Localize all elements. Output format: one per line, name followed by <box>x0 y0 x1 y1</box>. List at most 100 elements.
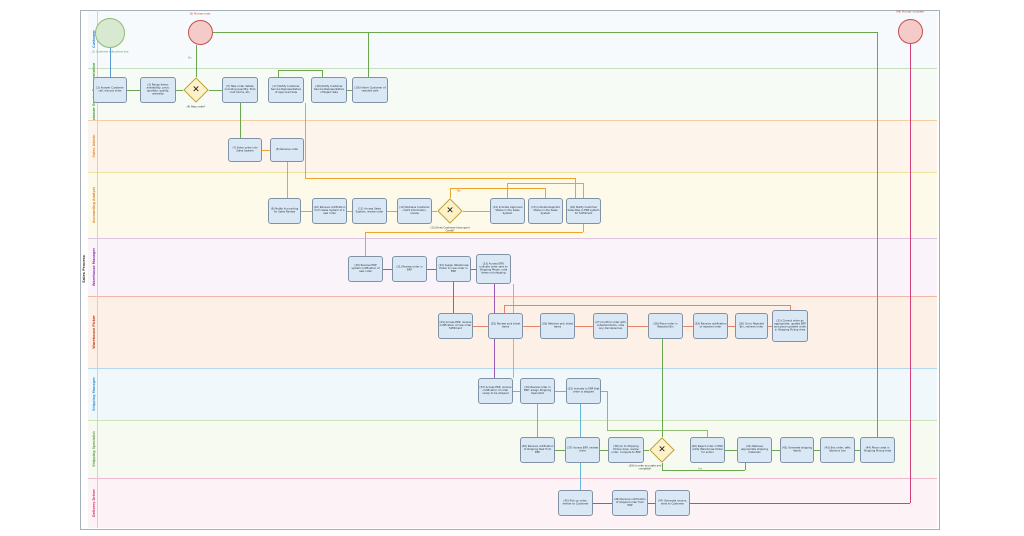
task-label: (25) Review pick ticket items <box>490 322 521 329</box>
flow-26-to-27 <box>575 325 593 327</box>
task-8[interactable]: (8) Receive order <box>270 138 304 162</box>
task-16[interactable]: (16) Notify Customer Sales Rep in ERP sy… <box>566 198 601 224</box>
task-label: (22) Assign Warehouse Picker to new orde… <box>438 264 469 273</box>
flow-12-to-gw13 <box>432 210 437 212</box>
gateway-label-4-text: (4) Pass order? <box>186 105 206 109</box>
task-43[interactable]: (43) Box order, affix labels to box <box>820 437 855 463</box>
task-31[interactable]: (31) Correct order as appropriate, updat… <box>772 310 808 342</box>
task-36[interactable]: (36) Receive notification of shipping ta… <box>520 437 555 463</box>
flow-16-to-20 <box>582 224 584 232</box>
flow-2-to-3 <box>127 89 140 91</box>
task-21[interactable]: (21) Review order in ERP <box>392 256 427 282</box>
task-26[interactable]: (26) Retrieve pick ticket items <box>540 313 575 339</box>
task-18[interactable]: (18) Notify Customer Service Representat… <box>311 77 347 103</box>
start-event-1[interactable] <box>95 18 125 48</box>
task-2[interactable]: (2) Answer Customer call, discuss order <box>93 77 127 103</box>
gateway-x-icon: ✕ <box>446 205 454 216</box>
flow-gw13-to-15 <box>544 188 546 198</box>
task-41[interactable]: (41) Retrieve appropriate shipping mater… <box>737 437 772 463</box>
task-17[interactable]: (17) Notify Customer Service Representat… <box>268 77 304 103</box>
task-label: (2) Answer Customer call, discuss order <box>96 86 124 93</box>
task-label: (11) Access Sales System, review order <box>355 207 384 214</box>
task-37[interactable]: (37) Access ERP, review order <box>565 437 600 463</box>
task-12[interactable]: (12) Retrieve Customer credit informatio… <box>397 198 432 224</box>
task-label: (24) Access ERP, receive notification of… <box>439 321 472 330</box>
flow-29-to-30 <box>728 325 735 327</box>
task-25[interactable]: (25) Review pick ticket items <box>488 313 523 339</box>
flow-44-to-end6 <box>876 32 878 437</box>
end-event-48[interactable] <box>897 18 923 44</box>
task-23[interactable]: (23) Access ERP, indicate order sent to … <box>476 254 511 284</box>
task-38[interactable]: (38) Go to Shipping Pickup Area, review … <box>608 437 644 463</box>
flow-14-to-16 <box>506 183 508 198</box>
task-14[interactable]: (14) Indicate Approved Status in the Sal… <box>490 198 525 224</box>
task-46[interactable]: (46) Receive notification of shipped ord… <box>612 490 648 516</box>
task-label: (15) Indicate Rejected Status in the Sal… <box>531 206 560 215</box>
task-label: (5) Take order details including quantit… <box>224 85 256 94</box>
task-7[interactable]: (7) Enter order into Sales System <box>228 138 262 162</box>
task-35[interactable]: (35) Indicate in ERP that order is shipp… <box>566 378 601 404</box>
lane-sales-admin <box>88 120 937 172</box>
flow-35-to-40 <box>601 390 607 392</box>
task-19[interactable]: (19) Inform Customer of rejected sale <box>352 77 388 103</box>
flow-36-to-37 <box>555 449 565 451</box>
task-5[interactable]: (5) Take order details including quantit… <box>222 77 258 103</box>
task-label: (3) Recap items: availability, price, qu… <box>146 83 170 96</box>
flow-35-to-40 <box>607 429 707 431</box>
task-label: (42) Generate shipping labels <box>781 446 813 453</box>
task-label: (7) Enter order into Sales System <box>232 146 258 153</box>
flow-gw4-to-5 <box>209 89 222 91</box>
task-label: (46) Receive notification of shipped ord… <box>614 498 646 507</box>
flow-35-to-40 <box>606 391 608 430</box>
task-label: (16) Notify Customer Sales Rep in ERP sy… <box>567 206 600 215</box>
gateway-label-13-text: (13) Does Customer have good Credit? <box>430 226 470 233</box>
task-label: (26) Retrieve pick ticket items <box>541 322 574 329</box>
gw4-no-label-text: No <box>188 56 192 60</box>
task-29[interactable]: (29) Receive notification of rejected or… <box>693 313 728 339</box>
task-label: (34) Review order in ERP, assign Shippin… <box>523 386 552 395</box>
flow-28-to-29 <box>683 325 693 327</box>
flow-gw39-to-41 <box>662 469 745 471</box>
task-label: (12) Retrieve Customer credit informatio… <box>399 206 430 215</box>
flow-24-to-25 <box>473 325 488 327</box>
flow-7-to-8 <box>262 149 270 151</box>
task-label: (23) Access ERP, indicate order sent to … <box>479 262 508 275</box>
task-22[interactable]: (22) Assign Warehouse Picker to new orde… <box>436 256 471 282</box>
flow-16-to-17 <box>305 177 575 179</box>
task-label: (17) Notify Customer Service Representat… <box>270 85 302 94</box>
task-24[interactable]: (24) Access ERP, receive notification of… <box>438 313 473 339</box>
task-33[interactable]: (33) Access ERP, receive notification of… <box>478 378 513 404</box>
flow-9-to-10 <box>301 210 312 212</box>
gw13-no-label: No <box>447 190 471 196</box>
flow-17-to-18 <box>278 69 322 71</box>
task-34[interactable]: (34) Review order in ERP, assign Shippin… <box>520 378 555 404</box>
task-15[interactable]: (15) Indicate Rejected Status in the Sal… <box>528 198 563 224</box>
task-27[interactable]: (27) Confirm order with collected items,… <box>593 313 628 339</box>
flow-start1-to-2 <box>109 48 111 77</box>
task-44[interactable]: (44) Place crate in Shipping Pickup Area <box>860 437 895 463</box>
task-40[interactable]: (40) Reject order in ERP, notify Warehou… <box>690 437 725 463</box>
task-45[interactable]: (45) Pick up order, deliver to Customer <box>558 490 593 516</box>
flow-16-to-20 <box>365 231 583 233</box>
task-42[interactable]: (42) Generate shipping labels <box>780 437 814 463</box>
task-9[interactable]: (9) Notify Accounting for Sales Review <box>268 198 301 224</box>
task-47[interactable]: (47) Generate invoice, send to Customer <box>655 490 690 516</box>
task-label: (31) Correct order as appropriate, updat… <box>773 319 807 332</box>
end-event-6[interactable] <box>187 19 213 45</box>
task-20[interactable]: (20) Receive ERP system notification of … <box>348 256 383 282</box>
task-label: (41) Retrieve appropriate shipping mater… <box>741 445 768 454</box>
task-30[interactable]: (30) Go to Rejected Bin, retrieve order <box>735 313 768 339</box>
task-11[interactable]: (11) Access Sales System, review order <box>352 198 387 224</box>
task-3[interactable]: (3) Recap items: availability, price, qu… <box>140 77 176 103</box>
flow-40-to-41 <box>725 449 737 451</box>
task-label: (9) Notify Accounting for Sales Review <box>270 207 299 214</box>
gateway-label-13: (13) Does Customer have good Credit? <box>404 227 496 239</box>
gateway-label-4: (4) Pass order? <box>156 106 236 112</box>
flow-10-to-11 <box>347 210 352 212</box>
flow-gw4-to-end6 <box>195 45 197 77</box>
task-28[interactable]: (28) Place order in Rejected Bin <box>648 313 683 339</box>
flow-43-to-44 <box>855 449 860 451</box>
flow-gw13-to-15 <box>449 188 451 198</box>
task-10[interactable]: (10) Receive notification from Sales Sys… <box>312 198 347 224</box>
